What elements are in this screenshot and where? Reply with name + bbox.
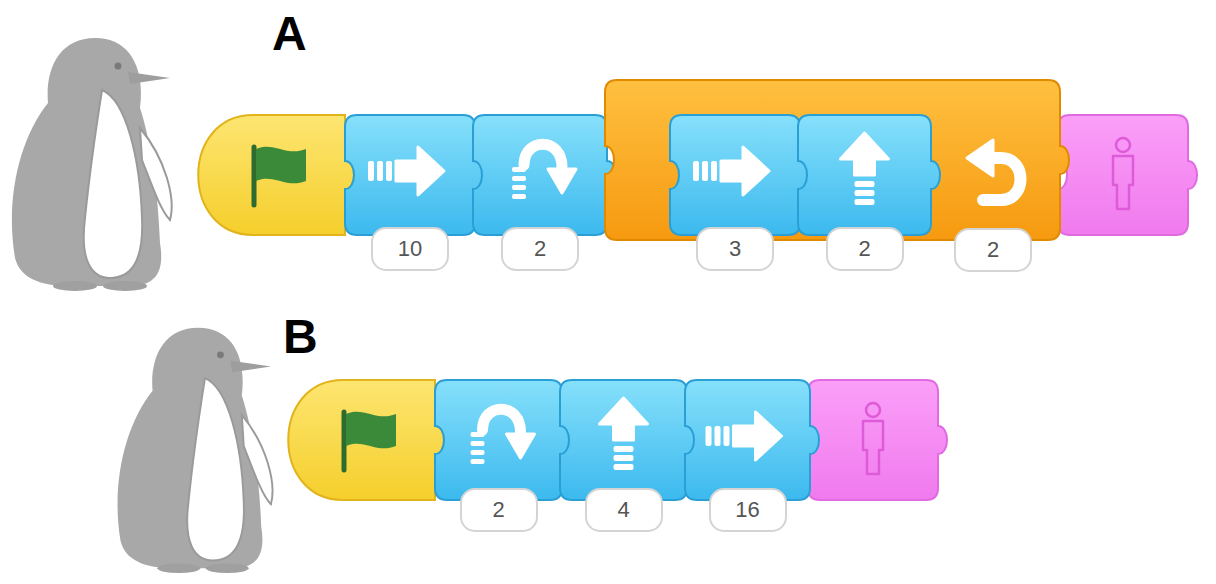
number-field: 10 xyxy=(371,227,449,271)
number-field: 2 xyxy=(954,228,1032,272)
penguin-figure xyxy=(118,328,273,573)
motion-block: 16 xyxy=(685,380,810,534)
flag-block xyxy=(198,115,354,235)
end-block xyxy=(1058,115,1197,235)
block-shape xyxy=(560,380,687,500)
block-shape xyxy=(345,115,475,235)
motion-block: 2 xyxy=(473,115,607,273)
motion-block: 2 xyxy=(798,115,931,273)
motion-block: 2 xyxy=(435,380,562,534)
flag-block xyxy=(288,380,444,500)
number-field: 2 xyxy=(826,227,904,271)
program-letter: B xyxy=(283,313,318,361)
block-shape xyxy=(798,115,931,235)
program-letter: A xyxy=(272,10,307,58)
number-value: 2 xyxy=(534,238,546,260)
block-shape xyxy=(685,380,810,500)
number-value: 16 xyxy=(735,499,759,521)
number-value: 2 xyxy=(987,239,999,261)
number-field: 4 xyxy=(585,488,663,532)
motion-block: 10 xyxy=(345,115,475,273)
number-value: 2 xyxy=(492,499,504,521)
number-value: 3 xyxy=(729,238,741,260)
block-shape xyxy=(473,115,607,235)
number-value: 2 xyxy=(858,238,870,260)
number-field: 16 xyxy=(709,488,787,532)
repeat-block: 2 3 2 xyxy=(605,80,1060,274)
motion-block: 4 xyxy=(560,380,687,534)
number-field: 2 xyxy=(501,227,579,271)
number-value: 4 xyxy=(617,499,629,521)
block-shape xyxy=(670,115,800,235)
motion-block: 3 xyxy=(670,115,800,273)
number-value: 10 xyxy=(398,238,422,260)
block-shape xyxy=(435,380,562,500)
number-field: 2 xyxy=(460,488,538,532)
penguin-figure xyxy=(12,38,172,291)
number-field: 3 xyxy=(696,227,774,271)
end-block xyxy=(808,380,947,500)
